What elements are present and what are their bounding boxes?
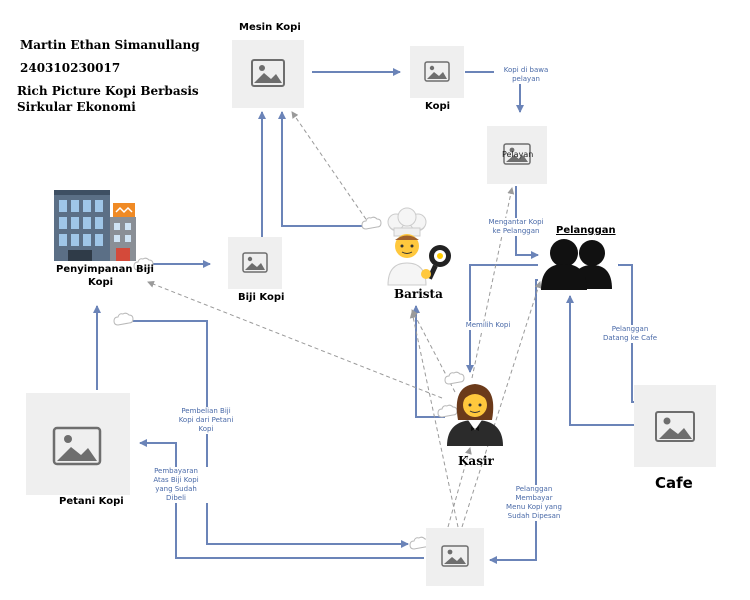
node-label-mesin-kopi: Mesin Kopi: [239, 22, 301, 33]
cloud-icon: [133, 257, 154, 271]
edge-label-datang: Pelanggan Datang ke Cafe: [592, 325, 668, 343]
node-label-biji-kopi: Biji Kopi: [238, 292, 285, 303]
edge-label-mengantar: Mengantar Kopi ke Pelanggan: [480, 218, 552, 236]
image-icon: [424, 61, 450, 82]
node-label-pelanggan: Pelanggan: [556, 225, 616, 236]
edge-label-membayar: Pelanggan Membayar Menu Kopi yang Sudah …: [500, 485, 568, 521]
biji-kopi-image: [228, 237, 282, 289]
image-icon: [503, 143, 531, 165]
edge-label-memilih: Memilih Kopi: [458, 321, 518, 330]
image-icon: [251, 59, 285, 87]
node-label-kasir: Kasir: [458, 454, 494, 468]
diagram-title-line2: Sirkular Ekonomi: [17, 100, 136, 114]
transaksi-image: [426, 528, 484, 586]
image-icon: [655, 411, 695, 442]
edge-pelayan-to-pelanggan: [515, 186, 539, 259]
edge-pelanggan-to-kasir: [466, 264, 538, 373]
cashier-woman-icon: [447, 384, 503, 446]
edge-label-pembayaran: Pembayaran Atas Biji Kopi yang Sudah Dib…: [144, 467, 208, 503]
image-icon: [52, 426, 102, 466]
dashed-kasir-penyimpanan: [147, 280, 443, 399]
placeholder-boxes: [26, 40, 716, 586]
cloud-icon: [113, 312, 134, 326]
edge-label-pembelian: Pembelian Biji Kopi dari Petani Kopi: [170, 407, 242, 434]
customers-silhouette-icon: [541, 239, 612, 290]
image-icon: [441, 545, 469, 567]
cloud-symbols: [113, 216, 666, 550]
barista-chef-icon: [387, 207, 451, 286]
edge-barista-to-mesin: [278, 111, 372, 227]
dashed-barista-mesin: [291, 111, 371, 226]
dashed-bottom-pelanggan: [461, 281, 542, 528]
edge-kasir-to-barista: [412, 305, 445, 418]
cloud-icon: [444, 371, 465, 385]
cafe-image: [634, 385, 716, 467]
image-icon: [242, 252, 268, 273]
diagram-title-line1: Rich Picture Kopi Berbasis: [17, 84, 199, 98]
edge-pelanggan-to-bottom: [489, 279, 538, 564]
warehouse-building-icon: [54, 190, 136, 261]
pelayan-image: [487, 126, 547, 184]
dashed-bottom-barista: [409, 311, 459, 528]
node-label-petani-kopi: Petani Kopi: [59, 496, 124, 507]
author-name: Martin Ethan Simanullang: [20, 38, 200, 52]
node-label-pelayan: Pelayan: [502, 150, 534, 159]
cloud-icon: [437, 404, 458, 418]
edge-label-kopi-dibawa: Kopi di bawa pelayan: [494, 66, 558, 84]
dashed-kasir-pelayan: [471, 187, 515, 379]
node-label-penyimpanan-line1: Penyimpanan Biji: [56, 264, 154, 275]
node-label-cafe: Cafe: [655, 474, 693, 492]
edge-cafe-to-pelanggan: [566, 295, 638, 426]
student-id: 240310230017: [20, 61, 121, 75]
kopi-image: [410, 46, 464, 98]
node-label-barista: Barista: [394, 287, 443, 301]
cloud-icon: [361, 216, 382, 230]
node-label-kopi: Kopi: [425, 101, 451, 112]
mesin-kopi-image: [232, 40, 304, 108]
petani-kopi-image: [26, 393, 130, 495]
node-label-penyimpanan-line2: Kopi: [88, 277, 114, 288]
